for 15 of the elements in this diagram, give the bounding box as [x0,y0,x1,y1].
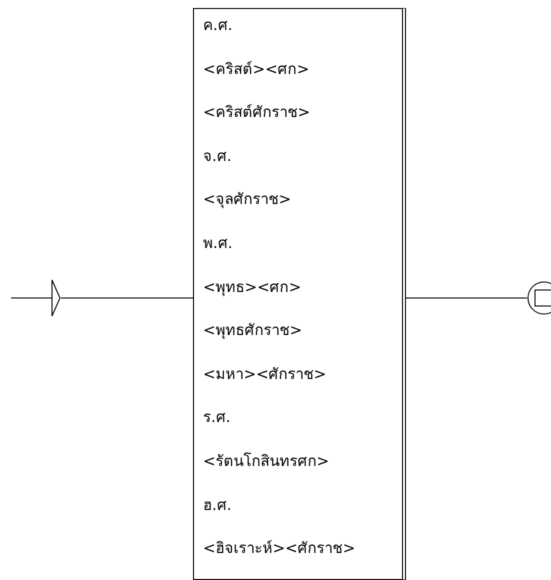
box-entry: จ.ศ. [203,146,232,166]
box-entry: พ.ศ. [203,233,233,253]
box-entry: <มหา><ศักราช> [203,364,326,384]
box-entry: <ฮิจเราะห์><ศักราช> [203,538,356,558]
box-entry: ร.ศ. [203,407,231,428]
box-entry: <คริสต์><ศก> [203,58,310,79]
transition-box [193,8,406,580]
box-entry: <พุทธศักราช> [203,320,302,340]
box-entry: <คริสต์ศักราช> [203,102,310,122]
box-entry: <รัตนโกสินทรศก> [203,451,330,471]
box-entry: <จุลศักราช> [203,189,292,210]
box-entry: ค.ศ. [203,15,233,35]
box-entry: <พุทธ><ศก> [203,276,302,297]
initial-state-triangle [11,279,61,317]
box-entry: ฮ.ศ. [203,494,232,515]
